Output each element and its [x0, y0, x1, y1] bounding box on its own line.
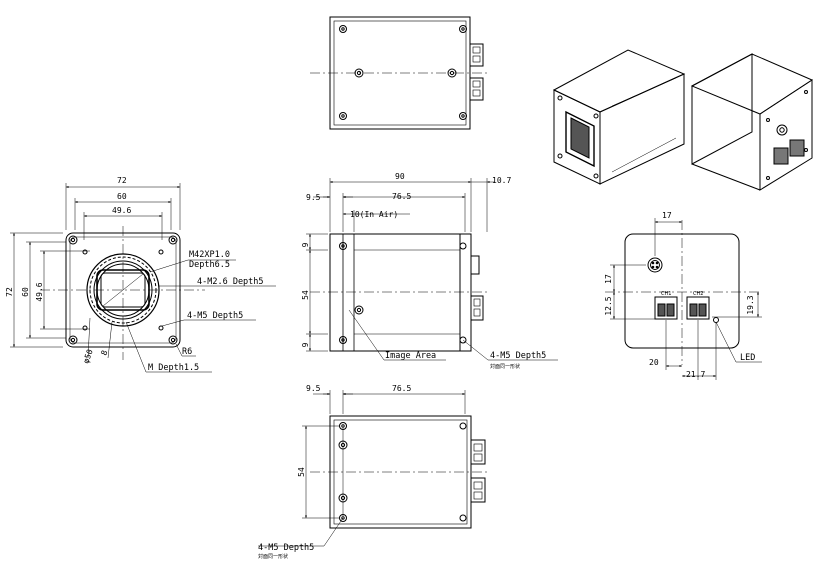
- dim-side-10-in-air: 10(In Air): [350, 210, 398, 219]
- dim-side-54: 54: [301, 290, 310, 300]
- side-view-labels: 90 10.7 9.5 76.5 10(In Air) 9 54 9 Image…: [301, 172, 546, 370]
- label-m-depth: M Depth1.5: [148, 363, 199, 373]
- top-view: [310, 16, 488, 130]
- rear-view-labels: 17 17 12.5 19.3 20 21.7 LED CH1 CH2: [604, 211, 755, 379]
- label-m5-holes-front: 4-M5 Depth5: [187, 311, 243, 321]
- dim-side-90: 90: [395, 172, 405, 181]
- label-image-area: Image Area: [385, 351, 436, 361]
- dim-bottom-76-5: 76.5: [392, 384, 411, 393]
- dim-bottom-9-5: 9.5: [306, 384, 321, 393]
- dim-rear-12-5: 12.5: [604, 296, 613, 315]
- front-view: [40, 226, 205, 360]
- side-view: [310, 233, 490, 352]
- dim-side-9-5: 9.5: [306, 193, 321, 202]
- bottom-view-dimensions: [258, 390, 466, 547]
- label-m5-note-bottom: 対面同一形状: [258, 553, 288, 560]
- label-m5-holes-bottom: 4-M5 Depth5: [258, 543, 314, 553]
- rear-view-dimensions: [610, 218, 762, 380]
- label-ch2: CH2: [693, 291, 703, 297]
- front-view-dimensions: [10, 183, 276, 373]
- label-m5-note-side: 対面同一形状: [490, 363, 520, 370]
- label-thread: M42XP1.0: [189, 250, 230, 260]
- dim-side-10-7: 10.7: [492, 176, 511, 185]
- dim-side-9-bottom: 9: [301, 342, 310, 347]
- front-view-labels: 72 60 49.6 72 60 49.6 φ50 8 M42XP1.0 Dep…: [5, 176, 264, 373]
- side-view-dimensions: [306, 178, 558, 361]
- dim-bottom-54: 54: [297, 467, 306, 477]
- dim-rear-20: 20: [649, 358, 659, 367]
- label-m2-6-holes: 4-M2.6 Depth5: [197, 277, 264, 287]
- dim-front-height-49-6: 49.6: [35, 282, 44, 301]
- label-led: LED: [740, 353, 755, 363]
- label-radius: R6: [182, 347, 192, 357]
- dim-rear-17-top: 17: [662, 211, 672, 220]
- bottom-view: [310, 415, 490, 529]
- dim-front-small-8: 8: [99, 349, 109, 357]
- dim-rear-21-7: 21.7: [686, 370, 705, 379]
- label-thread-depth: Depth6.5: [189, 260, 230, 270]
- rear-view: [605, 220, 760, 365]
- isometric-rear-view: [690, 53, 814, 191]
- label-ch1: CH1: [661, 291, 671, 297]
- isometric-front-view: [552, 49, 686, 185]
- dim-rear-17-left: 17: [604, 274, 613, 284]
- dim-side-76-5: 76.5: [392, 192, 411, 201]
- dim-front-height-60: 60: [21, 287, 30, 297]
- dim-front-width-49-6: 49.6: [112, 206, 131, 215]
- dim-front-height-72: 72: [5, 287, 14, 297]
- dim-front-diameter: φ50: [81, 348, 94, 365]
- dim-front-width-72: 72: [117, 176, 127, 185]
- bottom-view-labels: 9.5 76.5 54 4-M5 Depth5 対面同一形状: [258, 384, 411, 560]
- dim-rear-19-3: 19.3: [746, 295, 755, 314]
- label-m5-holes-side: 4-M5 Depth5: [490, 351, 546, 361]
- dim-side-9-top: 9: [301, 242, 310, 247]
- dim-front-width-60: 60: [117, 192, 127, 201]
